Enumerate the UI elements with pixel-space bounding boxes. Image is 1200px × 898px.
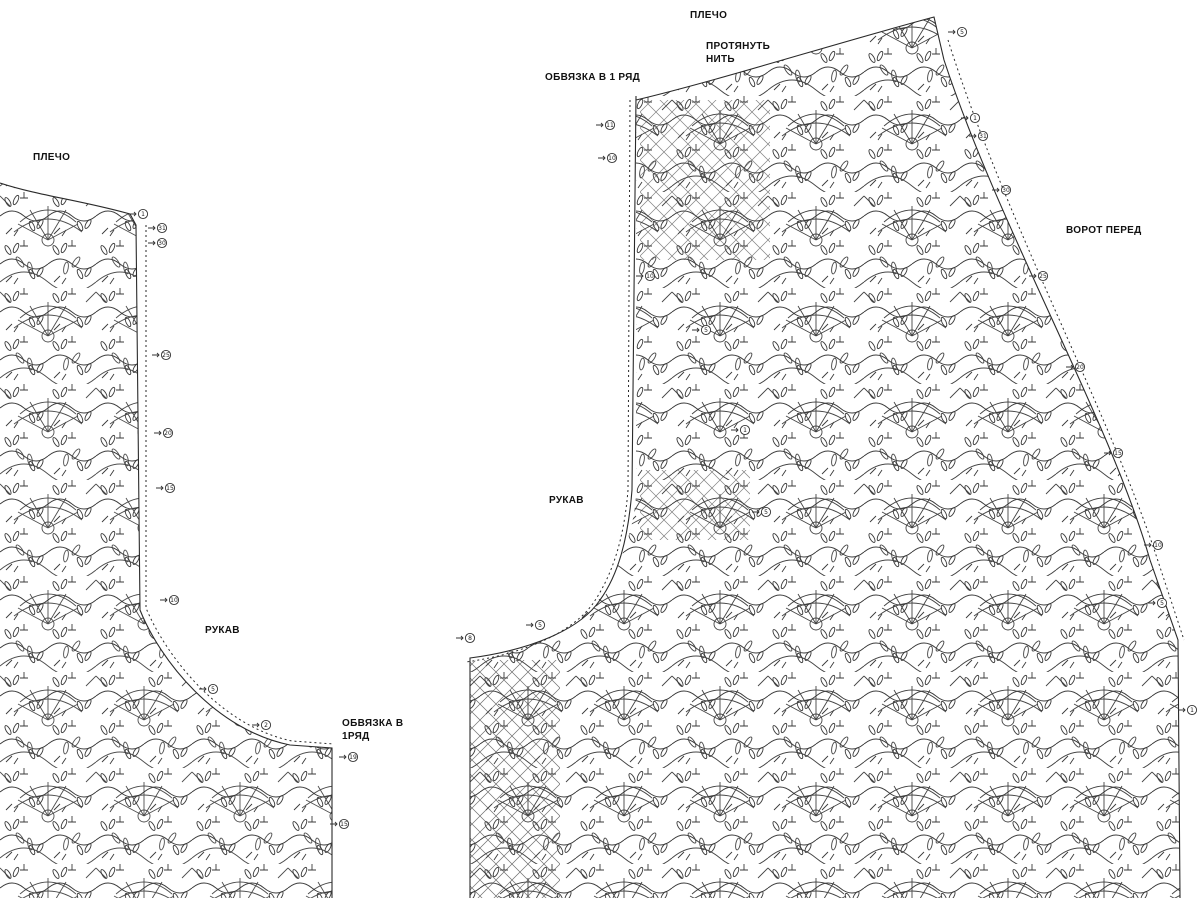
row-marker: 10	[160, 594, 180, 606]
label-shoulder-back: ПЛЕЧО	[33, 152, 71, 163]
row-marker-number: 1	[973, 115, 977, 122]
row-marker-number: 10	[608, 155, 616, 162]
row-marker: 10	[598, 152, 618, 164]
row-marker-number: 15	[1114, 450, 1122, 457]
row-marker-number: 10	[646, 273, 654, 280]
row-marker: 19	[339, 751, 359, 763]
row-marker: 31	[969, 130, 989, 142]
row-marker: 20	[154, 427, 174, 439]
row-marker-number: 20	[1076, 364, 1084, 371]
label-neck-front: ВОРОТ ПЕРЕД	[1066, 225, 1142, 236]
row-marker: 25	[152, 349, 172, 361]
row-marker-number: 25	[162, 352, 170, 359]
row-marker: 1	[1178, 704, 1198, 716]
row-marker-number: 5	[960, 29, 964, 36]
row-marker: 8	[456, 632, 476, 644]
row-marker-number: 31	[979, 133, 987, 140]
row-marker: 1	[129, 208, 149, 220]
back-piece-edge	[0, 182, 333, 898]
neck-edging-row	[947, 39, 1185, 641]
row-marker: 31	[148, 222, 168, 234]
row-marker-number: 10	[1154, 542, 1162, 549]
armhole-edge	[469, 95, 637, 898]
row-marker-number: 5	[211, 686, 215, 693]
row-marker-number: 31	[158, 225, 166, 232]
row-marker-number: 30	[158, 240, 166, 247]
row-marker: 5	[199, 683, 219, 695]
row-marker-number: 20	[164, 430, 172, 437]
row-marker-number: 2	[264, 722, 268, 729]
row-marker-number: 1	[1190, 707, 1194, 714]
row-marker-number: 19	[349, 754, 357, 761]
row-marker-number: 5	[538, 622, 542, 629]
row-marker: 11	[596, 119, 616, 131]
front-piece-edge	[635, 16, 1181, 898]
row-marker: 10	[1144, 539, 1164, 551]
label-edging-back-line2: 1РЯД	[342, 731, 370, 742]
row-marker: 5	[948, 26, 968, 38]
row-marker-number: 1	[743, 427, 747, 434]
row-marker: 15	[156, 482, 176, 494]
row-marker: 1	[961, 112, 981, 124]
row-marker-number: 30	[1002, 187, 1010, 194]
row-marker: 15	[330, 818, 350, 830]
row-marker: 30	[148, 237, 168, 249]
row-marker-number: 1	[141, 211, 145, 218]
label-sleeve-back: РУКАВ	[205, 625, 240, 636]
row-marker-number: 25	[1039, 273, 1047, 280]
label-pull-thread-line1: ПРОТЯНУТЬ	[706, 41, 771, 52]
row-marker: 20	[1066, 361, 1086, 373]
row-marker-number: 10	[170, 597, 178, 604]
front-edging-row	[465, 99, 631, 663]
row-marker-number: 5	[1160, 600, 1164, 607]
row-marker: 30	[992, 184, 1012, 196]
label-pull-thread-line2: НИТЬ	[706, 54, 735, 65]
label-sleeve-front: РУКАВ	[549, 495, 584, 506]
row-marker-number: 5	[704, 327, 708, 334]
row-marker-number: 8	[468, 635, 472, 642]
row-marker-number: 5	[764, 509, 768, 516]
label-edging-front: ОБВЯЗКА В 1 РЯД	[545, 72, 641, 83]
row-marker: 5	[692, 324, 712, 336]
row-marker: 25	[1029, 270, 1049, 282]
row-marker: 5	[752, 506, 772, 518]
row-marker: 2	[252, 719, 272, 731]
label-shoulder-front: ПЛЕЧО	[690, 10, 728, 21]
row-marker-number: 15	[166, 485, 174, 492]
row-marker-number: 15	[340, 821, 348, 828]
row-marker-number: 11	[606, 122, 614, 129]
row-marker: 1	[731, 424, 751, 436]
back-piece-chart: 1 31 30 25 20 15 10 5 2 19 15	[0, 182, 359, 898]
row-markers-left: 1 31 30 25 20 15 10 5 2 19 15	[129, 208, 359, 830]
row-marker: 15	[1104, 447, 1124, 459]
row-marker: 5	[1148, 597, 1168, 609]
label-edging-back-line1: ОБВЯЗКА В	[342, 718, 404, 729]
row-marker: 10	[636, 270, 656, 282]
back-edging-row	[145, 225, 335, 745]
row-marker: 5	[526, 619, 546, 631]
